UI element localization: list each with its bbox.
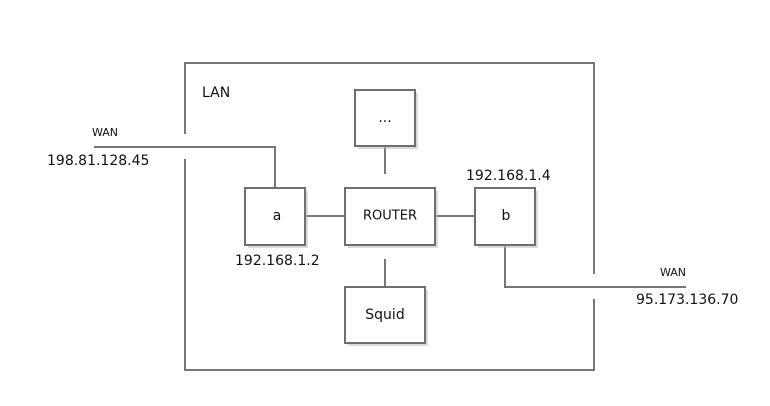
node-a[interactable]: a — [244, 187, 308, 248]
lan-frame-top-left-segment — [184, 62, 595, 274]
node-a-label: a — [273, 208, 282, 224]
node-b-label: b — [502, 208, 511, 224]
wan-right-ip-address: 95.173.136.70 — [636, 292, 738, 308]
node-b[interactable]: b — [474, 187, 538, 248]
wan-right-link — [504, 244, 686, 288]
node-b-ip-address: 192.168.1.4 — [466, 168, 551, 184]
node-other-box — [354, 89, 416, 147]
node-squid-label: Squid — [365, 307, 404, 323]
node-squid[interactable]: Squid — [344, 286, 428, 346]
lan-frame-left-bottom-segment — [184, 159, 595, 371]
node-router-label: ROUTER — [363, 209, 417, 224]
node-a-ip-address: 192.168.1.2 — [235, 253, 320, 269]
node-other-label: ... — [378, 110, 391, 126]
wan-right-label: WAN — [660, 266, 686, 279]
connections — [94, 146, 686, 288]
wan-left-link — [94, 146, 276, 189]
node-squid-box — [344, 286, 426, 344]
lan-zone-frame — [184, 62, 595, 371]
node-router[interactable]: ROUTER — [344, 187, 438, 248]
node-b-box — [474, 187, 536, 246]
wan-left-label: WAN — [92, 126, 118, 139]
node-a-box — [244, 187, 306, 246]
node-other[interactable]: ... — [354, 89, 418, 149]
lan-zone-label: LAN — [202, 85, 230, 101]
wan-left-ip-address: 198.81.128.45 — [47, 153, 149, 169]
node-router-box — [344, 187, 436, 246]
